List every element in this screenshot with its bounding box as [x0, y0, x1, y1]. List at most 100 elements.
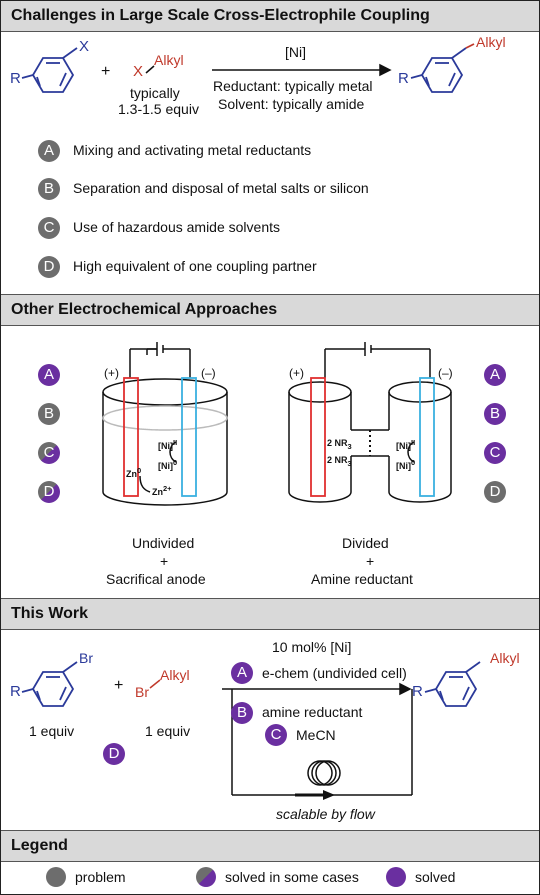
divider: [1, 629, 539, 630]
right-status-c: C: [484, 442, 506, 464]
divider: [1, 294, 539, 295]
left-status-b: B: [38, 403, 60, 425]
left-status-d: D: [38, 481, 60, 503]
catalyst-label: [Ni]: [285, 44, 306, 60]
aryl-bromide-ring: [21, 661, 78, 707]
anode-electrode-2: [310, 377, 326, 497]
caption-divided-plus: +: [366, 553, 375, 569]
aryl-x-label: X: [79, 38, 90, 55]
condition-solvent: Solvent: typically amide: [218, 96, 365, 112]
product-ring: [410, 47, 467, 93]
challenge-text-c: Use of hazardous amide solvents: [73, 219, 280, 235]
echem-label: e-chem (undivided cell): [262, 665, 407, 681]
aryl-br-label: Br: [79, 650, 93, 666]
divider: [1, 830, 539, 831]
amine-radical-label: 2 NR3: [327, 438, 352, 451]
alkyl-halide-bond: [145, 65, 155, 74]
badge-a-solved: A: [231, 662, 253, 684]
undivided-cell: [102, 342, 228, 506]
section-header-challenges: Challenges in Large Scale Cross-Electrop…: [1, 1, 539, 31]
aryl-r-label: R: [10, 70, 21, 87]
anode-sign-2: (+): [289, 366, 304, 380]
product-alkyl-label-2: Alkyl: [490, 650, 520, 666]
reaction-arrow-2: [222, 682, 412, 696]
zn-oxidation-arrow: [139, 475, 151, 493]
ni-cycle-arrow: [169, 441, 177, 463]
caption-undivided-plus: +: [160, 553, 169, 569]
alkyl-br-label: Br: [135, 684, 149, 700]
reaction-arrow: [212, 63, 392, 77]
divider: [1, 861, 539, 862]
equiv-line2: 1.3-1.5 equiv: [118, 101, 199, 117]
challenge-text-b: Separation and disposal of metal salts o…: [73, 180, 369, 196]
ni2-label-2: [Ni]II: [396, 438, 416, 451]
plus-sign-2: +: [114, 677, 124, 694]
catalyst-label-2: 10 mol% [Ni]: [272, 639, 352, 655]
section-title: Challenges in Large Scale Cross-Electrop…: [11, 7, 430, 24]
cathode-electrode-2: [419, 377, 435, 497]
badge-b-solved: B: [231, 702, 253, 724]
product-alkyl-label: Alkyl: [476, 34, 506, 50]
ni0-label: [Ni]0: [158, 458, 178, 471]
cathode-electrode: [181, 377, 197, 497]
equiv-aryl: 1 equiv: [29, 723, 75, 739]
ni0-label-2: [Ni]0: [396, 458, 416, 471]
caption-sacrificial-anode: Sacrifical anode: [106, 571, 206, 587]
divider: [1, 31, 539, 32]
right-status-b: B: [484, 403, 506, 425]
zn2-label: Zn2+: [152, 484, 172, 497]
anode-sign: (+): [104, 366, 119, 380]
section-header-legend: Legend: [1, 831, 539, 861]
alkyl-label: Alkyl: [154, 52, 184, 68]
badge-d-solved: D: [103, 743, 125, 765]
left-status-a: A: [38, 364, 60, 386]
flow-label: scalable by flow: [276, 806, 375, 822]
equiv-alkyl: 1 equiv: [145, 723, 191, 739]
condition-reductant: Reductant: typically metal: [213, 78, 373, 94]
legend-label-partial: solved in some cases: [225, 869, 359, 885]
product-r-label: R: [398, 70, 409, 87]
challenge-text-d: High equivalent of one coupling partner: [73, 258, 317, 274]
ni2-label: [Ni]II: [158, 438, 178, 451]
section-header-this-work: This Work: [1, 599, 539, 629]
legend-label-solved: solved: [415, 869, 456, 885]
equiv-line1: typically: [130, 85, 180, 101]
caption-undivided: Undivided: [132, 535, 195, 551]
right-status-d: D: [484, 481, 506, 503]
caption-amine-reductant: Amine reductant: [311, 571, 413, 587]
aryl-halide-ring: [21, 47, 78, 93]
divider: [1, 598, 539, 599]
legend-swatch-partial: [196, 867, 216, 887]
product-ring-2: [424, 661, 481, 707]
right-status-a: A: [484, 364, 506, 386]
challenge-badge-c: C: [38, 217, 60, 239]
section-title: Legend: [11, 837, 68, 854]
section-header-electrochem: Other Electrochemical Approaches: [1, 295, 539, 325]
anode-electrode: [123, 377, 139, 497]
zn0-label: Zn0: [126, 466, 142, 479]
divider: [1, 325, 539, 326]
challenge-badge-a: A: [38, 140, 60, 162]
solvent-label: MeCN: [296, 727, 336, 743]
aryl-r-label-2: R: [10, 683, 21, 700]
legend-swatch-solved: [386, 867, 406, 887]
section-title: Other Electrochemical Approaches: [11, 301, 278, 318]
legend-swatch-problem: [46, 867, 66, 887]
amine-reductant-label: amine reductant: [262, 704, 363, 720]
left-status-c: C: [38, 442, 60, 464]
challenge-text-a: Mixing and activating metal reductants: [73, 142, 312, 158]
alkyl-x-label: X: [133, 63, 144, 80]
section-title: This Work: [11, 605, 89, 622]
cathode-sign-2: (–): [438, 366, 453, 380]
plus-sign: +: [101, 63, 111, 80]
divided-cell: [288, 342, 452, 503]
amine-label: 2 NR3: [327, 455, 352, 468]
caption-divided: Divided: [342, 535, 389, 551]
badge-c-solved: C: [265, 724, 287, 746]
cathode-sign: (–): [201, 366, 216, 380]
alkyl-label-2: Alkyl: [160, 667, 190, 683]
product-r-label-2: R: [412, 683, 423, 700]
ni-cycle-arrow-2: [407, 441, 415, 463]
challenge-badge-b: B: [38, 178, 60, 200]
legend-label-problem: problem: [75, 869, 126, 885]
